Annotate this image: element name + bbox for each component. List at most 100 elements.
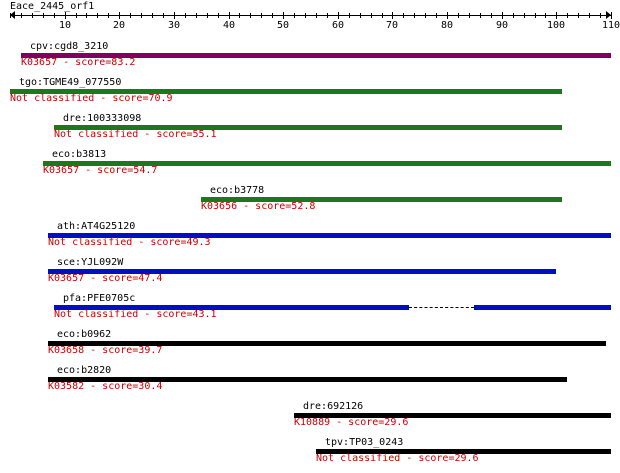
hit-name-link[interactable]: eco:b0962 <box>57 329 112 340</box>
axis-minor-tick <box>371 13 372 18</box>
hit-bar[interactable] <box>10 89 562 94</box>
axis-minor-tick <box>458 13 459 18</box>
hit-name-link[interactable]: dre:692126 <box>303 401 364 412</box>
axis-major-tick <box>338 12 339 19</box>
hit-bar[interactable] <box>48 377 567 382</box>
hit-score-label: Not classified - score=49.3 <box>48 237 211 248</box>
hit-bar[interactable] <box>48 269 556 274</box>
hit-name-link[interactable]: eco:b2820 <box>57 365 112 376</box>
axis-major-tick <box>447 12 448 19</box>
axis-major-tick <box>229 12 230 19</box>
axis-tick-label: 20 <box>112 20 126 31</box>
axis-minor-tick <box>524 13 525 18</box>
axis-minor-tick <box>130 13 131 18</box>
hit-bar[interactable] <box>294 413 611 418</box>
axis-tick-label: 40 <box>222 20 236 31</box>
axis-minor-tick <box>261 13 262 18</box>
hit-name-link[interactable]: dre:100333098 <box>63 113 142 124</box>
hit-bar[interactable] <box>48 341 606 346</box>
axis-minor-tick <box>513 13 514 18</box>
hit-bar-segment[interactable] <box>474 305 611 310</box>
hit-bar[interactable] <box>43 161 611 166</box>
axis-minor-tick <box>567 13 568 18</box>
axis-minor-tick <box>54 13 55 18</box>
hit-bar-segment[interactable] <box>54 305 409 310</box>
axis-major-tick <box>283 12 284 19</box>
axis-tick-label: 80 <box>440 20 454 31</box>
axis-minor-tick <box>163 13 164 18</box>
axis-minor-tick <box>589 13 590 18</box>
hit-bar[interactable] <box>21 53 611 58</box>
hit-name-link[interactable]: cpv:cgd8_3210 <box>30 41 109 52</box>
hit-bar[interactable] <box>48 233 611 238</box>
axis-right-arrow-icon <box>606 11 611 19</box>
axis-minor-tick <box>294 13 295 18</box>
hit-score-label: Not classified - score=55.1 <box>54 129 217 140</box>
axis-minor-tick <box>218 13 219 18</box>
hit-bar[interactable] <box>316 449 611 454</box>
axis-tick-label: 90 <box>495 20 509 31</box>
axis-minor-tick <box>207 13 208 18</box>
hit-name-link[interactable]: tpv:TP03_0243 <box>325 437 404 448</box>
axis-minor-tick <box>76 13 77 18</box>
axis-minor-tick <box>578 13 579 18</box>
hit-name-link[interactable]: ath:AT4G25120 <box>57 221 136 232</box>
axis-major-tick <box>119 12 120 19</box>
axis-major-tick <box>556 12 557 19</box>
axis-major-tick <box>174 12 175 19</box>
axis-minor-tick <box>250 13 251 18</box>
hit-score-label: K10889 - score=29.6 <box>294 417 409 428</box>
axis-tick-label: 60 <box>331 20 345 31</box>
query-title: Eace_2445_orf1 <box>10 1 95 12</box>
hit-gap-line <box>409 307 474 308</box>
axis-minor-tick <box>305 13 306 18</box>
hit-score-label: K03657 - score=47.4 <box>48 273 163 284</box>
hit-name-link[interactable]: eco:b3778 <box>210 185 265 196</box>
axis-minor-tick <box>469 13 470 18</box>
axis-minor-tick <box>414 13 415 18</box>
axis-minor-tick <box>349 13 350 18</box>
hit-bar[interactable] <box>201 197 562 202</box>
axis-tick-label: 110 <box>601 20 620 31</box>
axis-minor-tick <box>141 13 142 18</box>
axis-minor-tick <box>86 13 87 18</box>
axis-tick-label: 70 <box>385 20 399 31</box>
axis-minor-tick <box>436 13 437 18</box>
hit-name-link[interactable]: sce:YJL092W <box>57 257 124 268</box>
axis-minor-tick <box>480 13 481 18</box>
axis-minor-tick <box>43 13 44 18</box>
axis-line <box>10 15 611 16</box>
hit-name-link[interactable]: eco:b3813 <box>52 149 107 160</box>
axis-minor-tick <box>239 13 240 18</box>
axis-tick-label: 10 <box>58 20 72 31</box>
axis-minor-tick <box>185 13 186 18</box>
hit-name-link[interactable]: tgo:TGME49_077550 <box>19 77 122 88</box>
hit-score-label: K03658 - score=39.7 <box>48 345 163 356</box>
hit-bar[interactable] <box>54 125 562 130</box>
hit-name-link[interactable]: pfa:PFE0705c <box>63 293 136 304</box>
axis-major-tick <box>611 12 612 19</box>
hit-score-label: Not classified - score=43.1 <box>54 309 217 320</box>
hit-score-label: K03657 - score=54.7 <box>43 165 158 176</box>
axis-minor-tick <box>327 13 328 18</box>
axis-minor-tick <box>32 13 33 18</box>
axis-minor-tick <box>382 13 383 18</box>
axis-minor-tick <box>491 13 492 18</box>
axis-minor-tick <box>108 13 109 18</box>
hit-score-label: K03657 - score=83.2 <box>21 57 136 68</box>
axis-major-tick <box>502 12 503 19</box>
axis-minor-tick <box>152 13 153 18</box>
axis-tick-label: 100 <box>546 20 566 31</box>
hit-score-label: K03656 - score=52.8 <box>201 201 316 212</box>
axis-minor-tick <box>360 13 361 18</box>
axis-minor-tick <box>196 13 197 18</box>
hit-score-label: Not classified - score=70.9 <box>10 93 173 104</box>
axis-major-tick <box>392 12 393 19</box>
axis-tick-label: 50 <box>276 20 290 31</box>
axis-left-arrow-icon <box>10 11 15 19</box>
axis-minor-tick <box>600 13 601 18</box>
axis-tick-label: 30 <box>167 20 181 31</box>
axis-minor-tick <box>403 13 404 18</box>
axis-minor-tick <box>272 13 273 18</box>
